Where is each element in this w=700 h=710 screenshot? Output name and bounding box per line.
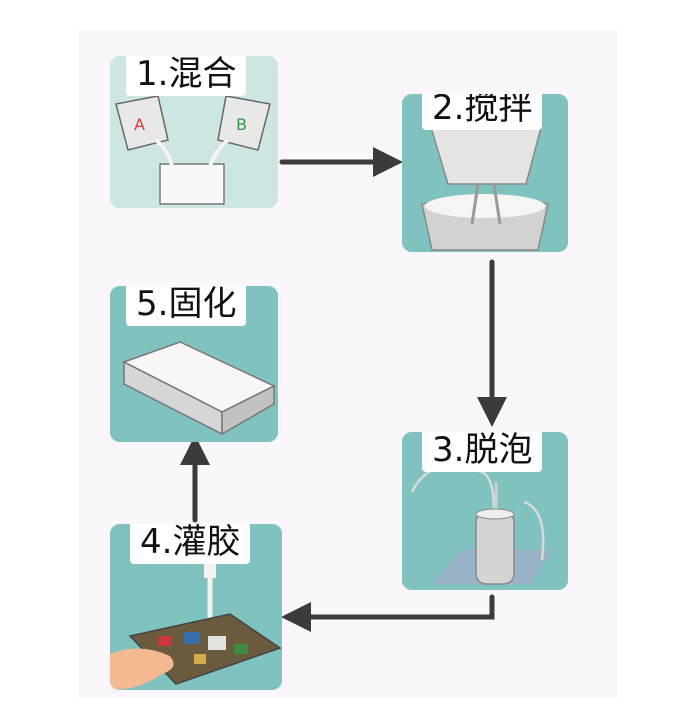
step-4-label: 4.灌胶	[130, 524, 251, 564]
cup-a-icon: A	[115, 95, 174, 167]
degassing-cylinder-icon	[475, 511, 515, 585]
step-5-label: 5.固化	[126, 286, 247, 326]
step-curing-panel: 5.固化	[110, 286, 278, 442]
cup-b-icon: B	[208, 95, 271, 167]
step-stirring-panel: 2.搅拌	[402, 94, 568, 252]
arrow-3-to-4	[281, 594, 495, 632]
step-2-label: 2.搅拌	[422, 94, 543, 130]
mixing-container	[159, 163, 225, 205]
pcb-components-icon	[158, 632, 248, 664]
svg-text:A: A	[134, 115, 145, 134]
hand-icon	[110, 648, 174, 690]
step-potting-panel: 4.灌胶	[110, 524, 282, 690]
svg-text:B: B	[236, 115, 247, 134]
step-degassing-panel: 3.脱泡	[402, 432, 568, 590]
step-3-label: 3.脱泡	[422, 432, 543, 472]
step-1-label: 1.混合	[126, 56, 247, 96]
mixer-head-icon	[428, 123, 543, 185]
step-mixing-panel: A B 1.混合	[110, 56, 278, 208]
